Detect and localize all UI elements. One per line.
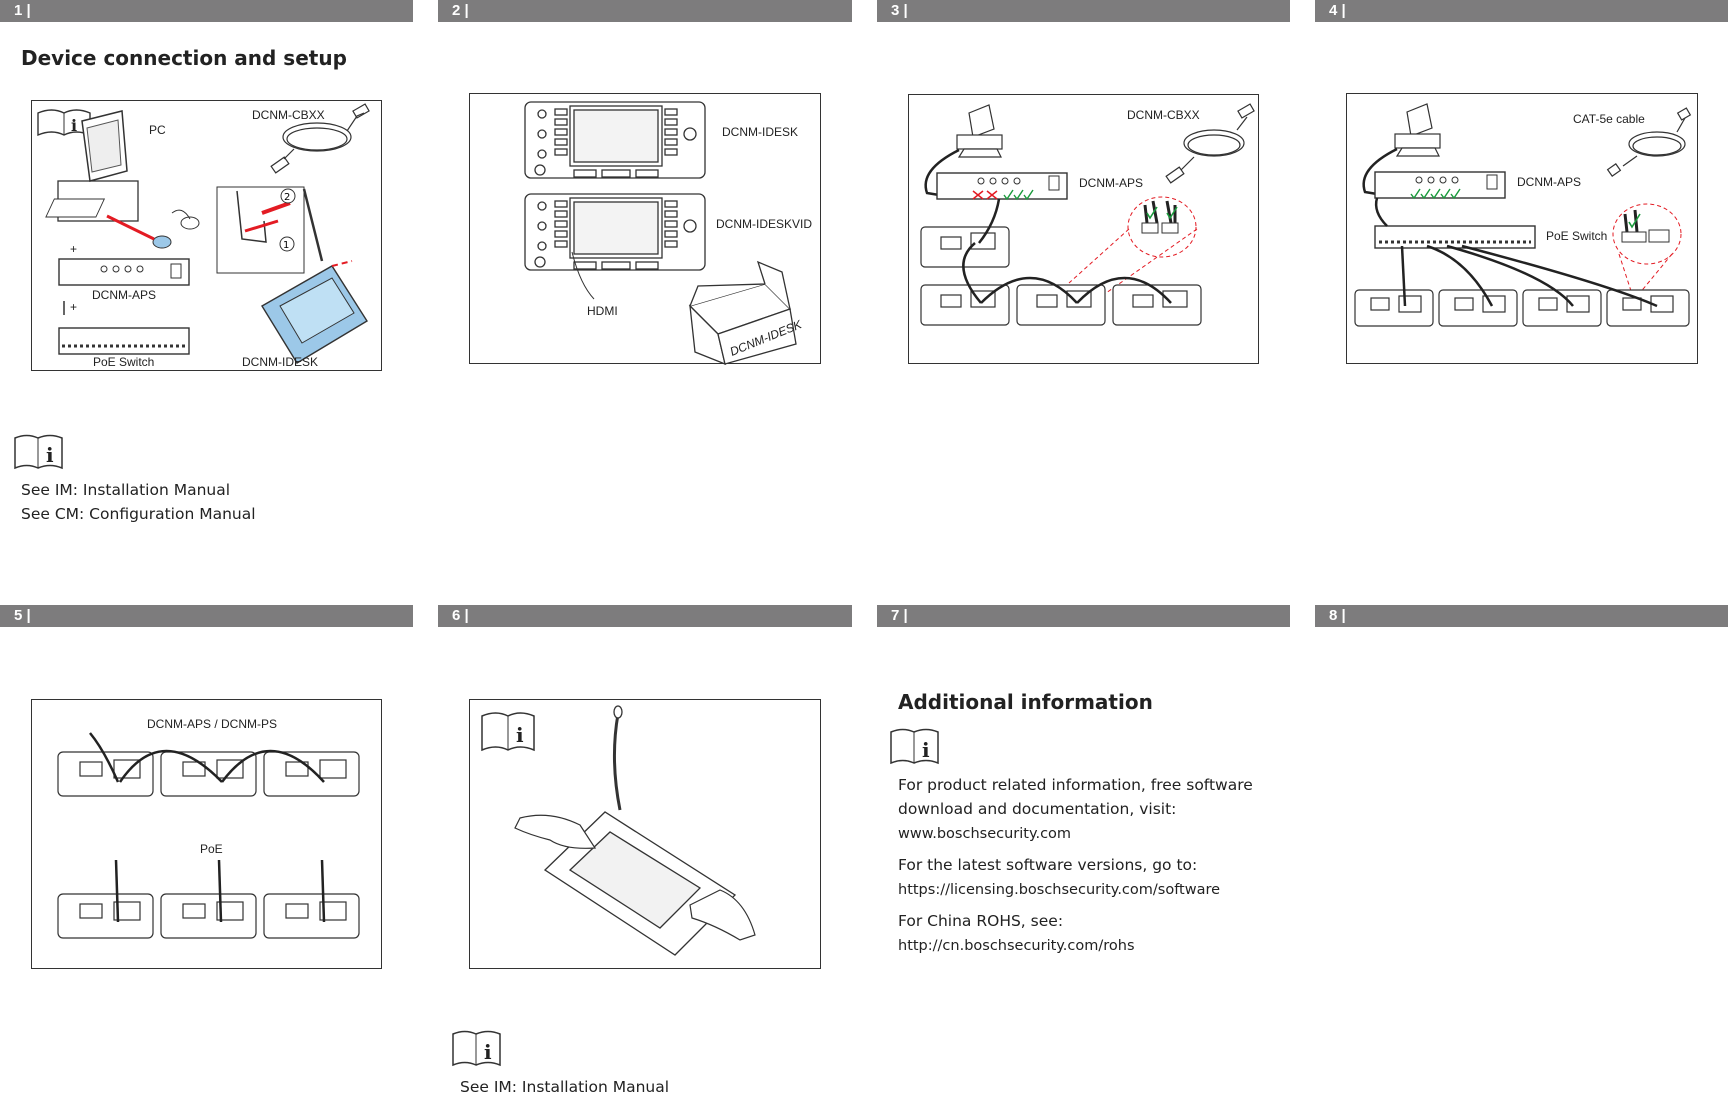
panel-2-diagram: DCNM-IDESK DCNM-IDESKVID HDMI DCNM-IDESK — [469, 93, 821, 365]
panel-8-number: 8 | — [1315, 605, 1728, 627]
panel-1-diagram: i PC DCNM-CBXX 2 1 — [31, 100, 382, 371]
aps-ps-label: DCNM-APS / DCNM-PS — [147, 717, 277, 731]
panel-3-number: 3 | — [877, 0, 1290, 22]
panel-4-diagram: CAT-5e cable DCNM-APS PoE Switch — [1346, 93, 1698, 364]
cbxx-label: DCNM-CBXX — [1127, 108, 1200, 122]
aps-device — [1374, 171, 1506, 199]
panel-4-number: 4 | — [1315, 0, 1728, 22]
info-book-icon: i — [481, 712, 535, 752]
note-installation-manual: See IM: Installation Manual — [21, 481, 231, 499]
panel-5-diagram: DCNM-APS / DCNM-PS PoE — [31, 699, 382, 969]
panel-2-number: 2 | — [438, 0, 852, 22]
cat5e-cable-label: CAT-5e cable — [1573, 112, 1645, 126]
rohs-link[interactable]: http://cn.boschsecurity.com/rohs — [898, 938, 1135, 954]
idesk-label: DCNM-IDESK — [242, 355, 318, 369]
pc-icon — [45, 110, 200, 249]
panel-1-title: Device connection and setup — [21, 46, 347, 70]
ideskvid-device — [524, 193, 706, 271]
idesk-label: DCNM-IDESK — [722, 125, 798, 139]
info-book-icon: i — [890, 728, 939, 765]
poe-switch-label: PoE Switch — [93, 355, 154, 369]
svg-text:2: 2 — [284, 192, 290, 203]
boschsecurity-link[interactable]: www.boschsecurity.com — [898, 826, 1072, 842]
note-configuration-manual: See CM: Configuration Manual — [21, 505, 256, 523]
svg-text:i: i — [922, 738, 930, 762]
hdmi-label: HDMI — [587, 304, 618, 318]
panel-7-title: Additional information — [898, 690, 1153, 714]
box-icon — [688, 260, 797, 365]
poe-label: PoE — [200, 842, 223, 856]
aps-device — [936, 172, 1068, 200]
panel-1-number: 1 | — [0, 0, 413, 22]
cable-icon — [1606, 107, 1692, 177]
pc-icon — [956, 104, 1003, 158]
poe-switch-device — [58, 327, 190, 355]
idesk-device — [524, 101, 706, 179]
rohs-info-line: For China ROHS, see: — [898, 912, 1064, 930]
info-book-icon: i — [14, 434, 63, 470]
licensing-link[interactable]: https://licensing.boschsecurity.com/soft… — [898, 882, 1221, 898]
panel-6-number: 6 | — [438, 605, 852, 627]
panel-5-number: 5 | — [0, 605, 413, 627]
aps-label: DCNM-APS — [1517, 175, 1581, 189]
info-book-icon: i — [452, 1030, 501, 1067]
panel-6-diagram: i — [469, 699, 821, 969]
hands-icon — [514, 814, 756, 941]
svg-text:i: i — [516, 723, 524, 747]
idesk-device — [261, 188, 368, 364]
product-info-line-1: For product related information, free so… — [898, 776, 1253, 794]
software-info-line: For the latest software versions, go to: — [898, 856, 1198, 874]
poe-switch-label: PoE Switch — [1546, 229, 1607, 243]
cable-icon — [270, 103, 370, 174]
aps-label: DCNM-APS — [92, 288, 156, 302]
poe-switch-device — [1374, 225, 1536, 249]
svg-text:i: i — [71, 116, 77, 135]
pc-label: PC — [149, 123, 166, 137]
cbxx-label: DCNM-CBXX — [252, 108, 325, 122]
cable-icon — [1165, 103, 1255, 184]
svg-text:i: i — [484, 1040, 492, 1064]
panel-3-diagram: DCNM-CBXX DCNM-APS — [908, 94, 1259, 364]
svg-text:+: + — [70, 300, 77, 314]
note-installation-manual: See IM: Installation Manual — [460, 1078, 670, 1096]
svg-text:1: 1 — [283, 240, 289, 251]
aps-label: DCNM-APS — [1079, 176, 1143, 190]
aps-device — [58, 258, 190, 286]
svg-text:i: i — [46, 443, 54, 467]
ideskvid-label: DCNM-IDESKVID — [716, 217, 812, 231]
pc-icon — [1394, 103, 1441, 157]
plus-label: + — [70, 242, 77, 256]
product-info-line-2: download and documentation, visit: — [898, 800, 1177, 818]
panel-7-number: 7 | — [877, 605, 1290, 627]
